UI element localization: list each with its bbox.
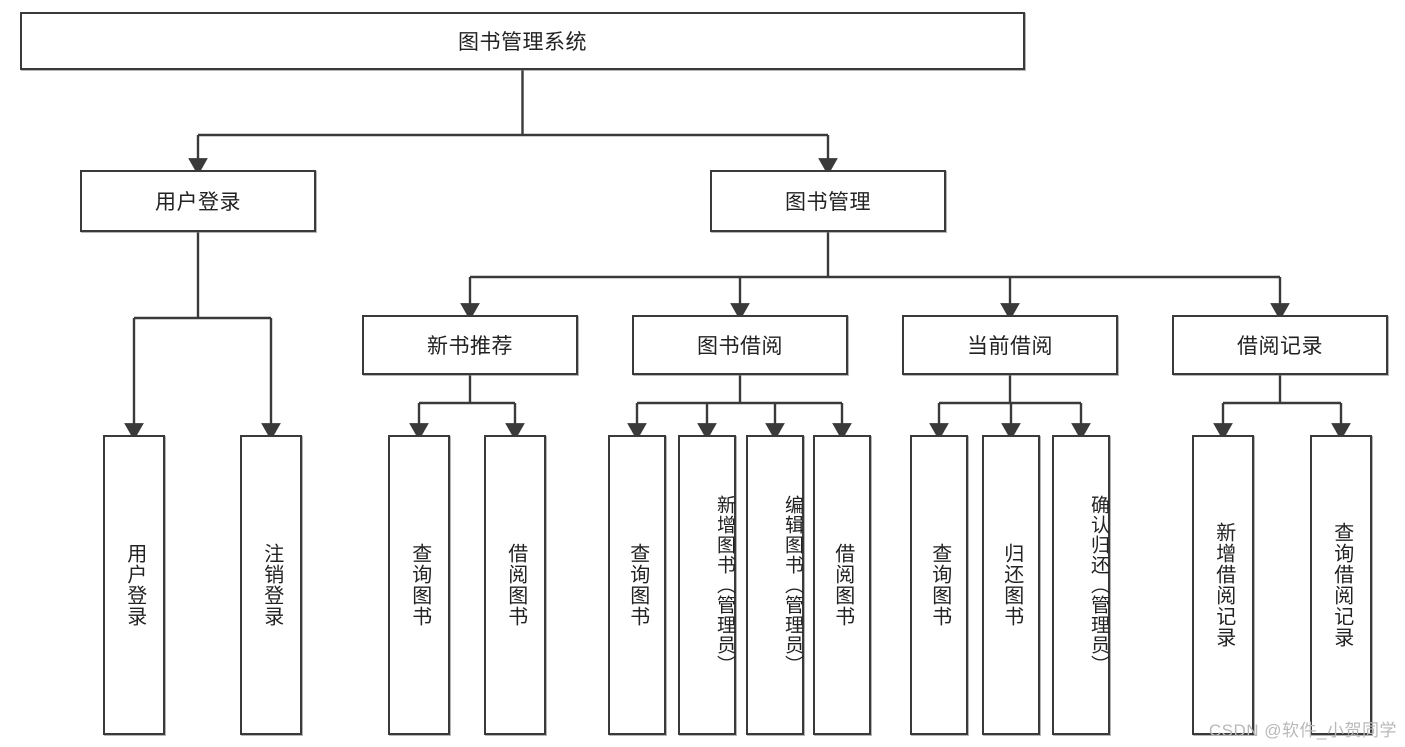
- node-b_edit[interactable]: 编辑图书（管理员）: [746, 435, 804, 735]
- node-newrec[interactable]: 新书推荐: [362, 315, 578, 375]
- node-record[interactable]: 借阅记录: [1172, 315, 1388, 375]
- node-l_logout[interactable]: 注销登录: [240, 435, 302, 735]
- node-label-c_confirm: 确认归还（管理员）: [1088, 495, 1109, 675]
- node-label-l_logout: 注销登录: [260, 543, 283, 627]
- node-label-current: 当前借阅: [967, 335, 1053, 358]
- node-label-c_return: 归还图书: [1000, 543, 1023, 627]
- node-b_borrow[interactable]: 借阅图书: [813, 435, 871, 735]
- node-label-b_add: 新增图书（管理员）: [714, 495, 735, 675]
- watermark-credit: CSDN @软件_小贺同学: [1208, 721, 1397, 740]
- node-label-b_edit: 编辑图书（管理员）: [782, 495, 803, 675]
- node-label-r_query: 查询借阅记录: [1330, 522, 1353, 648]
- node-bookmgmt[interactable]: 图书管理: [710, 170, 946, 232]
- node-label-r_add: 新增借阅记录: [1212, 522, 1235, 648]
- node-label-record: 借阅记录: [1237, 335, 1323, 358]
- node-c_query[interactable]: 查询图书: [910, 435, 968, 735]
- node-c_return[interactable]: 归还图书: [982, 435, 1040, 735]
- node-label-newrec: 新书推荐: [427, 335, 513, 358]
- node-b_query[interactable]: 查询图书: [608, 435, 666, 735]
- node-n_borrow[interactable]: 借阅图书: [484, 435, 546, 735]
- node-current[interactable]: 当前借阅: [902, 315, 1118, 375]
- node-c_confirm[interactable]: 确认归还（管理员）: [1052, 435, 1110, 735]
- node-login[interactable]: 用户登录: [80, 170, 316, 232]
- node-label-b_query: 查询图书: [626, 543, 649, 627]
- node-label-borrow: 图书借阅: [697, 335, 783, 358]
- node-r_add[interactable]: 新增借阅记录: [1192, 435, 1254, 735]
- node-n_query[interactable]: 查询图书: [388, 435, 450, 735]
- node-label-root: 图书管理系统: [458, 31, 587, 54]
- node-label-n_query: 查询图书: [408, 543, 431, 627]
- node-label-login: 用户登录: [155, 191, 241, 214]
- node-label-n_borrow: 借阅图书: [504, 543, 527, 627]
- node-label-l_login: 用户登录: [123, 543, 146, 627]
- node-label-c_query: 查询图书: [928, 543, 951, 627]
- node-r_query[interactable]: 查询借阅记录: [1310, 435, 1372, 735]
- node-label-b_borrow: 借阅图书: [831, 543, 854, 627]
- node-label-bookmgmt: 图书管理: [785, 191, 871, 214]
- node-root[interactable]: 图书管理系统: [20, 12, 1025, 70]
- node-l_login[interactable]: 用户登录: [103, 435, 165, 735]
- node-borrow[interactable]: 图书借阅: [632, 315, 848, 375]
- node-b_add[interactable]: 新增图书（管理员）: [678, 435, 736, 735]
